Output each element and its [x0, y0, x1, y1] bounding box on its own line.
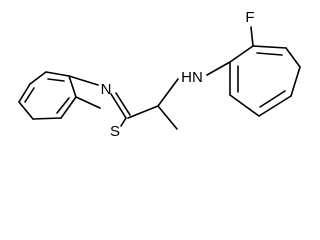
- nitrogen-atom-label: N: [101, 81, 112, 98]
- thiazole-ring: [68, 75, 131, 127]
- fluorine-atom-label: F: [245, 9, 254, 26]
- linker-chain: [127, 61, 231, 130]
- fluorophenyl-ring: [229, 26, 301, 117]
- amine-atom-label: HN: [181, 69, 203, 86]
- structural-formula: N S HN F: [18, 9, 301, 140]
- sulfur-atom-label: S: [110, 123, 120, 140]
- benzo-ring: [18, 71, 77, 120]
